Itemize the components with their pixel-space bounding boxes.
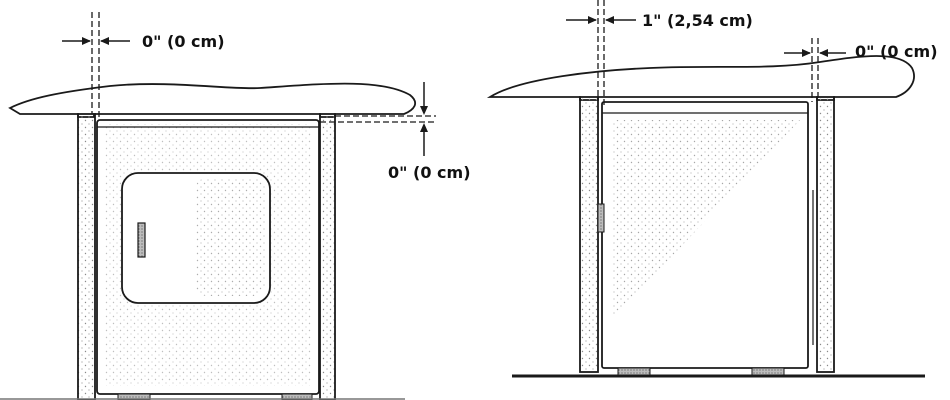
front-right-foot — [281, 393, 313, 400]
side-countertop — [486, 55, 915, 101]
front-door-handle — [137, 222, 146, 258]
front-view: 0" (0 cm) 0" (0 cm) — [0, 12, 471, 400]
side-view: 1" (2,54 cm) 0" (0 cm) — [486, 0, 938, 378]
side-front-clearance-dimension — [784, 38, 846, 102]
side-front-cabinet-wall — [816, 96, 835, 373]
front-side-clearance-label: 0" (0 cm) — [142, 32, 225, 51]
side-rear-clearance-dimension — [566, 0, 636, 106]
side-rear-foot — [617, 367, 651, 376]
front-side-clearance-dimension — [62, 12, 130, 120]
front-left-cabinet-wall — [77, 113, 96, 400]
side-front-foot — [751, 367, 785, 376]
side-rear-vent — [597, 203, 605, 233]
side-front-clearance-label: 0" (0 cm) — [855, 42, 938, 61]
front-right-cabinet-wall — [319, 113, 336, 400]
side-rear-wall — [579, 96, 599, 373]
front-top-clearance-label: 0" (0 cm) — [388, 163, 471, 182]
front-left-foot — [117, 393, 151, 400]
front-countertop — [8, 82, 417, 118]
front-top-clearance-dimension — [320, 82, 436, 156]
side-rear-clearance-label: 1" (2,54 cm) — [642, 11, 753, 30]
